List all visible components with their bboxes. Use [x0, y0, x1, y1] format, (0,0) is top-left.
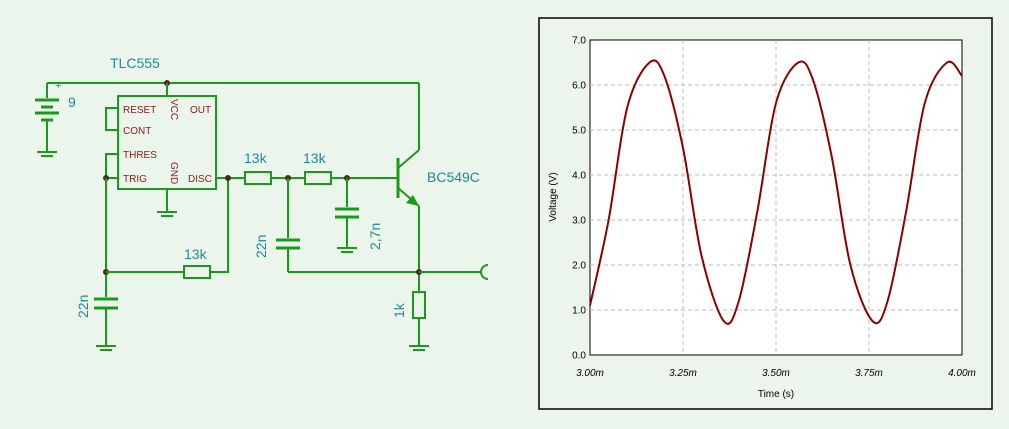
y-axis-ticks: 0.0 1.0 2.0 3.0 4.0 5.0 6.0 7.0 — [572, 36, 586, 362]
pin-gnd-label: GND — [168, 162, 179, 184]
x-tick-label: 3.50m — [762, 368, 790, 379]
junction-dot — [225, 175, 231, 181]
battery-value-label: 9 — [68, 94, 76, 110]
resistor-feedback-label: 13k — [184, 246, 208, 262]
output-terminal — [480, 264, 489, 280]
pin-vcc-label: VCC — [168, 99, 179, 120]
ic-label: TLC555 — [110, 55, 160, 71]
pin-out-label: OUT — [190, 105, 211, 116]
y-tick-label: 4.0 — [572, 171, 586, 182]
voltage-series-line — [589, 59, 963, 325]
pin-disc-label: DISC — [188, 174, 212, 185]
y-axis-title: Voltage (V) — [548, 172, 559, 221]
timing-capacitor-label: 22n — [75, 295, 91, 318]
x-tick-label: 3.25m — [669, 368, 697, 379]
transistor-label: BC549C — [427, 169, 480, 185]
x-tick-label: 4.00m — [948, 368, 976, 379]
y-tick-label: 5.0 — [572, 126, 586, 137]
resistor-filter-2-label: 13k — [303, 150, 327, 166]
battery — [35, 83, 59, 157]
x-axis-ticks: 3.00m 3.25m 3.50m 3.75m 4.00m — [576, 368, 976, 379]
pin-cont-label: CONT — [123, 126, 151, 137]
x-axis-title: Time (s) — [758, 389, 794, 400]
pin-trig-label: TRIG — [123, 174, 147, 185]
pin-reset-label: RESET — [123, 105, 156, 116]
y-tick-label: 1.0 — [572, 306, 586, 317]
x-tick-label: 3.75m — [855, 368, 883, 379]
y-tick-label: 0.0 — [572, 351, 586, 362]
y-tick-label: 6.0 — [572, 81, 586, 92]
filter-capacitor-1-label: 22n — [253, 235, 269, 258]
battery-plus-sign: + — [55, 80, 61, 92]
y-tick-label: 7.0 — [572, 36, 586, 47]
transistor — [396, 149, 420, 207]
x-tick-label: 3.00m — [576, 368, 604, 379]
filter-capacitor-2-label: 2,7n — [367, 223, 383, 250]
y-tick-label: 3.0 — [572, 216, 586, 227]
resistor-filter-1-label: 13k — [244, 150, 268, 166]
pin-thres-label: THRES — [123, 150, 157, 161]
chart-grid — [590, 40, 962, 355]
load-resistor-label: 1k — [391, 302, 407, 318]
y-tick-label: 2.0 — [572, 261, 586, 272]
